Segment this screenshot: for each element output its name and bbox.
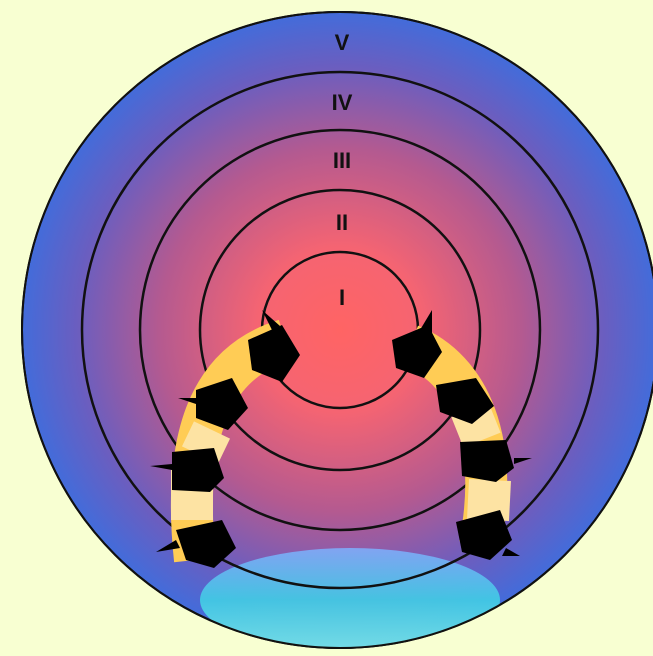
zone-label-i: I (339, 285, 345, 310)
zone-label-iv: IV (332, 90, 353, 115)
band-block-left-3 (172, 448, 224, 492)
zone-label-ii: II (336, 210, 348, 235)
zone-label-iii: III (333, 148, 351, 173)
zone-label-v: V (335, 30, 350, 55)
